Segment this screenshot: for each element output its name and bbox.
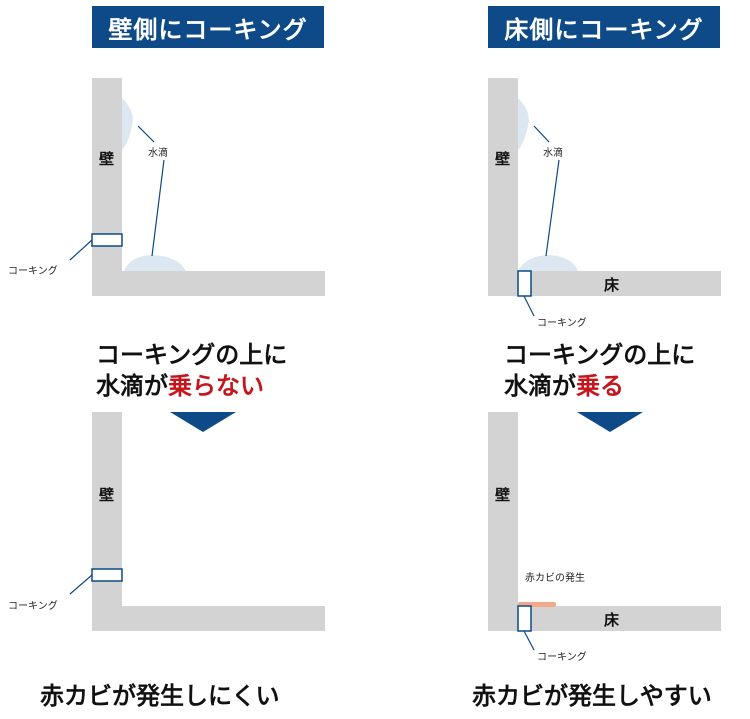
right-caption-prefix: 水滴が xyxy=(504,372,576,400)
left-bottom-diagram: 壁 コーキング xyxy=(8,412,325,631)
right-top-water-leader-1 xyxy=(533,125,550,143)
left-top-water-leader-1 xyxy=(137,125,155,143)
left-bottom-caulk-leader xyxy=(69,574,93,595)
right-top-floor-label: 床 xyxy=(604,276,620,294)
left-header: 壁側にコーキング xyxy=(92,6,324,48)
right-caption-line1: コーキングの上に xyxy=(504,341,696,369)
right-top-caulk-leader xyxy=(523,295,535,317)
left-result: 赤カビが発生しにくい xyxy=(40,682,280,710)
left-caption-prefix: 水滴が xyxy=(96,372,168,400)
left-top-wall xyxy=(92,78,122,296)
left-top-caulk-label: コーキング xyxy=(8,264,58,277)
right-caption: コーキングの上に 水滴が乗る xyxy=(504,340,695,402)
left-top-caulk-leader xyxy=(69,239,93,261)
left-caption-emphasis: 乗らない xyxy=(168,372,264,400)
left-bottom-wall-label: 壁 xyxy=(99,486,114,504)
right-top-wall-droplet xyxy=(518,98,529,150)
left-top-floor xyxy=(92,271,325,296)
right-bottom-floor-label: 床 xyxy=(604,611,620,629)
right-caption-emphasis: 乗る xyxy=(576,372,624,400)
left-caption-line2: 水滴が乗らない xyxy=(96,371,287,402)
left-top-diagram: 水滴 壁 コーキング xyxy=(8,78,325,296)
right-top-water-label: 水滴 xyxy=(543,146,563,159)
right-bottom-diagram: 壁 床 赤カビの発生 コーキング xyxy=(488,412,721,663)
right-top-water-leader-2 xyxy=(545,159,560,257)
right-caption-line2: 水滴が乗る xyxy=(504,371,695,402)
left-caption-line1: コーキングの上に xyxy=(96,341,288,369)
right-bottom-caulk xyxy=(517,605,532,632)
left-bottom-floor xyxy=(92,606,325,631)
right-bottom-wall-label: 壁 xyxy=(495,486,510,504)
right-top-floor-puddle xyxy=(518,255,578,271)
right-top-wall xyxy=(488,78,518,296)
left-top-caulk xyxy=(91,233,123,247)
left-top-water-label: 水滴 xyxy=(148,146,168,159)
right-bottom-caulk-leader xyxy=(523,630,535,651)
left-top-wall-label: 壁 xyxy=(99,150,114,168)
right-result: 赤カビが発生しやすい xyxy=(472,682,712,710)
left-down-arrow xyxy=(170,412,236,432)
left-bottom-caulk xyxy=(91,568,123,582)
right-bottom-mold-label: 赤カビの発生 xyxy=(525,571,585,584)
right-top-caulk xyxy=(517,270,532,297)
right-bottom-caulk-label: コーキング xyxy=(537,650,587,663)
left-caption: コーキングの上に 水滴が乗らない xyxy=(96,340,287,402)
right-top-diagram: 水滴 壁 床 コーキング xyxy=(488,78,721,329)
left-top-wall-droplet xyxy=(122,98,133,150)
left-top-water-leader-2 xyxy=(151,159,165,257)
right-top-caulk-label: コーキング xyxy=(537,316,587,329)
right-header: 床側にコーキング xyxy=(488,6,720,48)
right-bottom-wall xyxy=(488,412,518,631)
left-top-floor-puddle xyxy=(124,255,186,271)
right-down-arrow xyxy=(577,412,643,432)
left-bottom-caulk-label: コーキング xyxy=(8,599,58,612)
right-top-wall-label: 壁 xyxy=(495,150,510,168)
left-bottom-wall xyxy=(92,412,122,631)
